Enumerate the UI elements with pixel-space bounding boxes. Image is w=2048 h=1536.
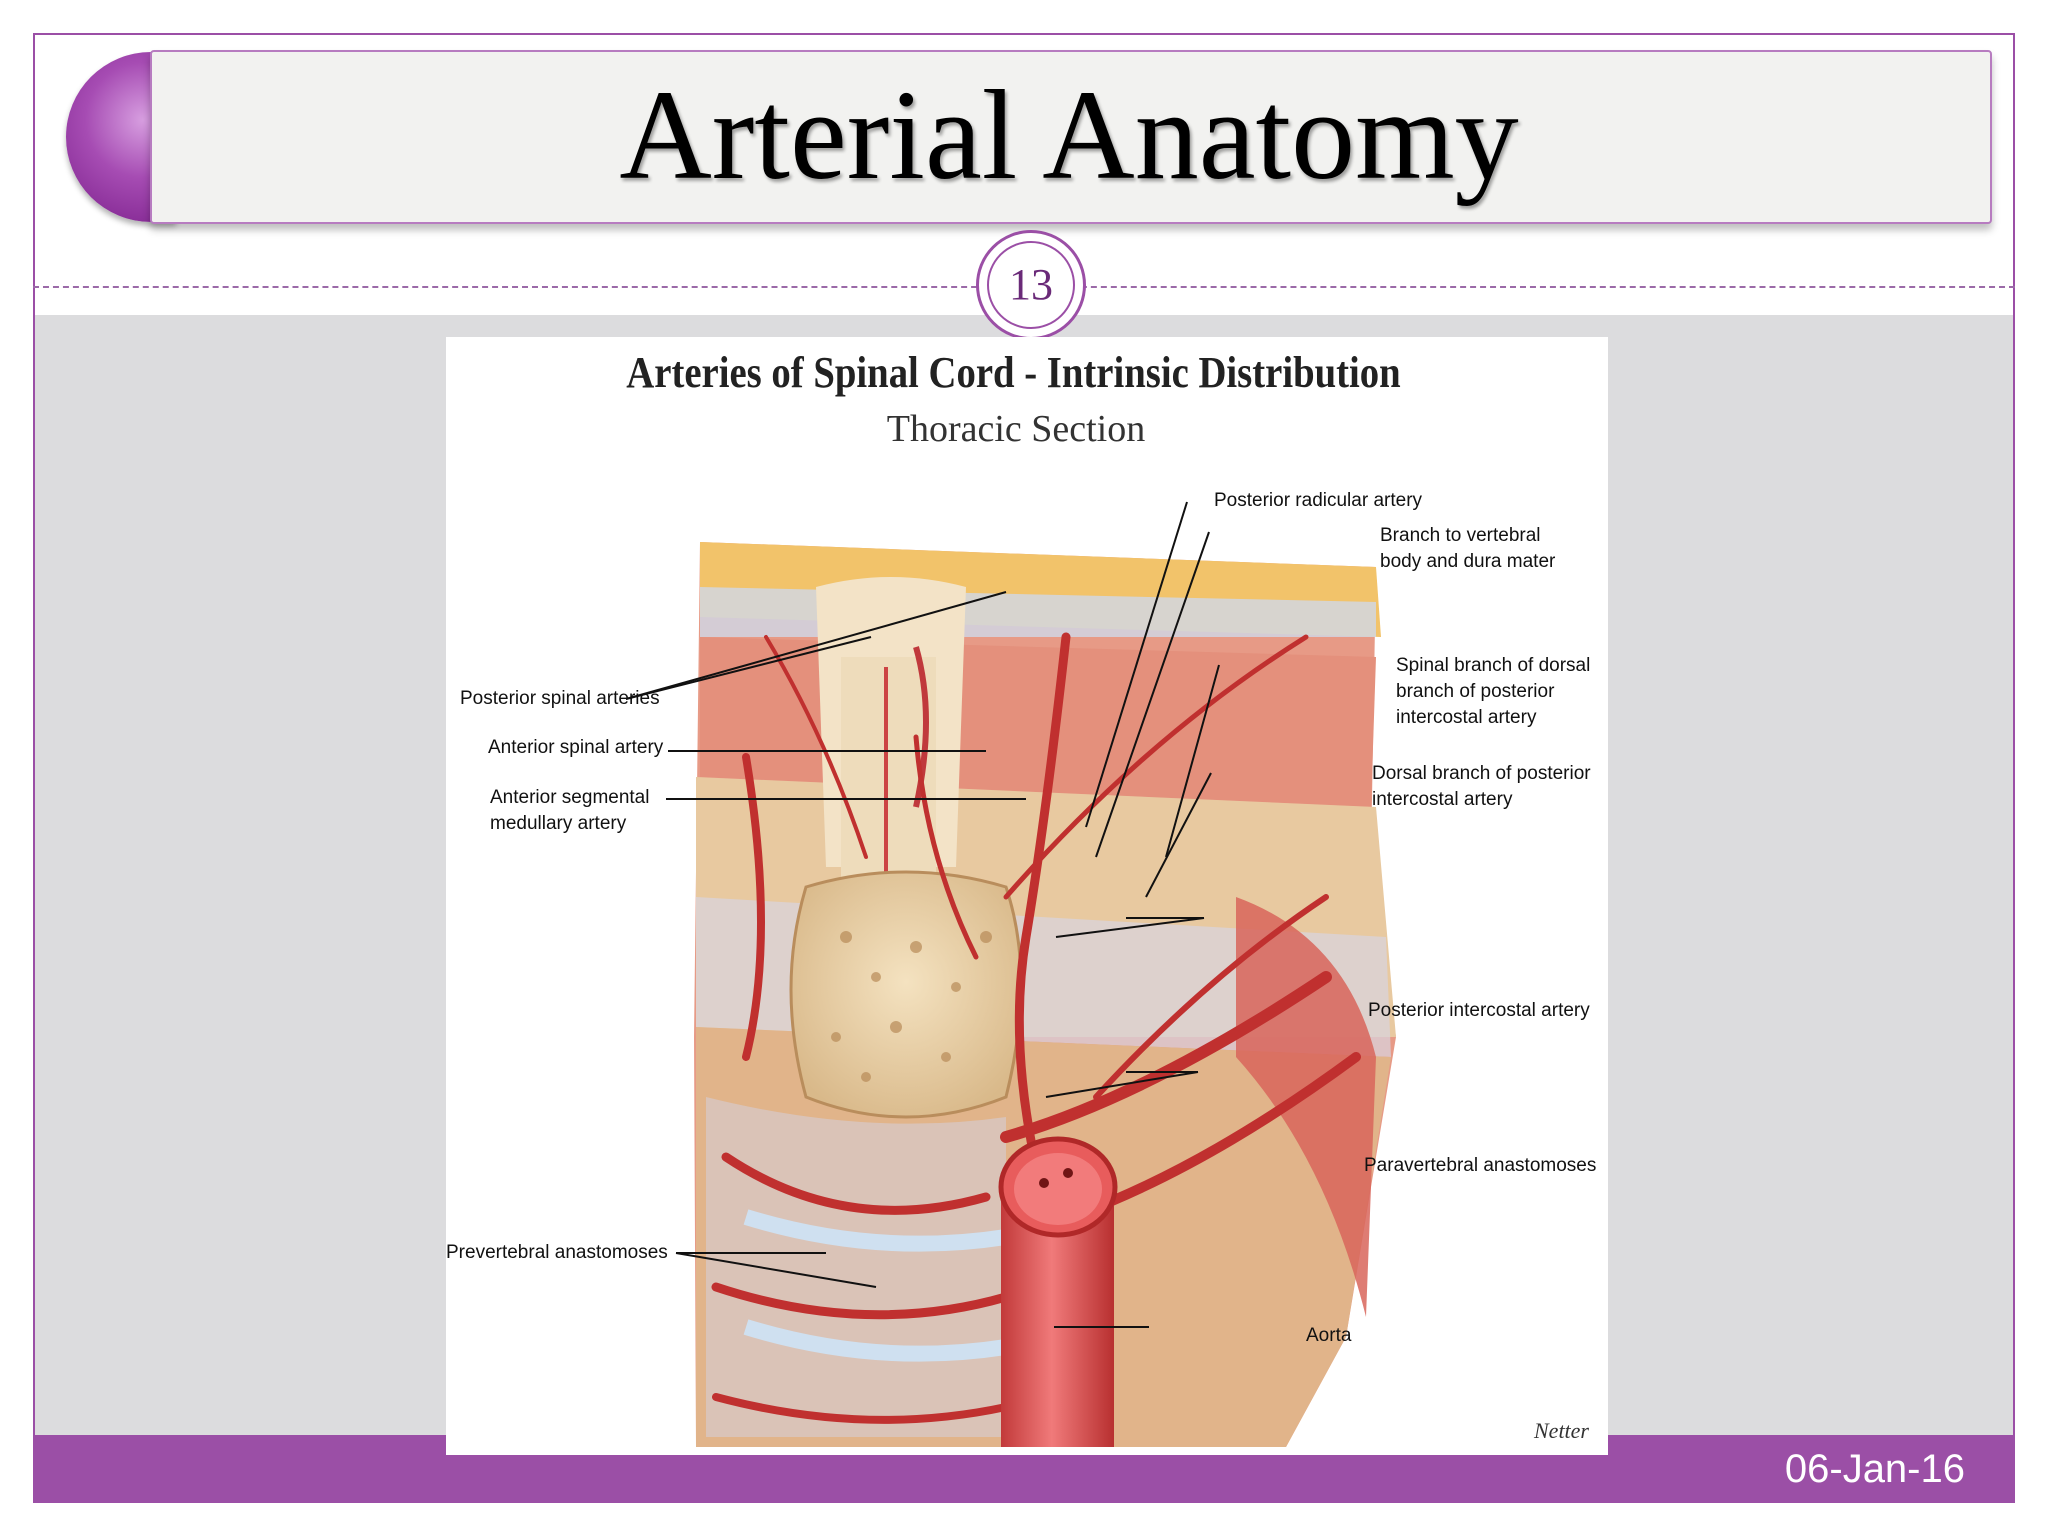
label-branch-vertebral-line1: Branch to vertebral bbox=[1380, 525, 1541, 546]
label-posterior-radicular-artery: Posterior radicular artery bbox=[1214, 490, 1423, 511]
figure-title: Arteries of Spinal Cord - Intrinsic Dist… bbox=[626, 348, 1401, 397]
label-branch-vertebral-line2: body and dura mater bbox=[1380, 551, 1556, 572]
label-dorsal-branch-line2: intercostal artery bbox=[1372, 789, 1513, 810]
anatomy-figure: Arteries of Spinal Cord - Intrinsic Dist… bbox=[446, 337, 1608, 1455]
label-spinal-branch-line3: intercostal artery bbox=[1396, 707, 1537, 728]
label-spinal-branch-line2: branch of posterior bbox=[1396, 681, 1555, 702]
label-paravertebral-anastomoses: Paravertebral anastomoses bbox=[1364, 1155, 1597, 1176]
label-anterior-segmental-line1: Anterior segmental bbox=[490, 787, 650, 808]
label-spinal-branch-line1: Spinal branch of dorsal bbox=[1396, 655, 1591, 676]
label-anterior-spinal-artery: Anterior spinal artery bbox=[488, 737, 664, 758]
label-aorta: Aorta bbox=[1306, 1325, 1352, 1346]
label-posterior-intercostal-artery: Posterior intercostal artery bbox=[1368, 1000, 1590, 1021]
label-prevertebral-anastomoses: Prevertebral anastomoses bbox=[446, 1242, 668, 1263]
slide-title: Arterial Anatomy bbox=[619, 64, 1519, 206]
spinal-cord-illustration bbox=[625, 501, 1396, 1447]
label-posterior-spinal-arteries: Posterior spinal arteries bbox=[460, 688, 660, 709]
label-anterior-segmental-line2: medullary artery bbox=[490, 813, 627, 834]
footer-date: 06-Jan-16 bbox=[1784, 1447, 1965, 1491]
label-dorsal-branch-line1: Dorsal branch of posterior bbox=[1372, 763, 1591, 784]
title-bar bbox=[150, 50, 1992, 224]
slide-number-badge: 13 bbox=[976, 230, 1086, 340]
slide-number: 13 bbox=[987, 241, 1075, 329]
artist-signature: Netter bbox=[1534, 1418, 1589, 1443]
figure-subtitle: Thoracic Section bbox=[886, 408, 1146, 450]
